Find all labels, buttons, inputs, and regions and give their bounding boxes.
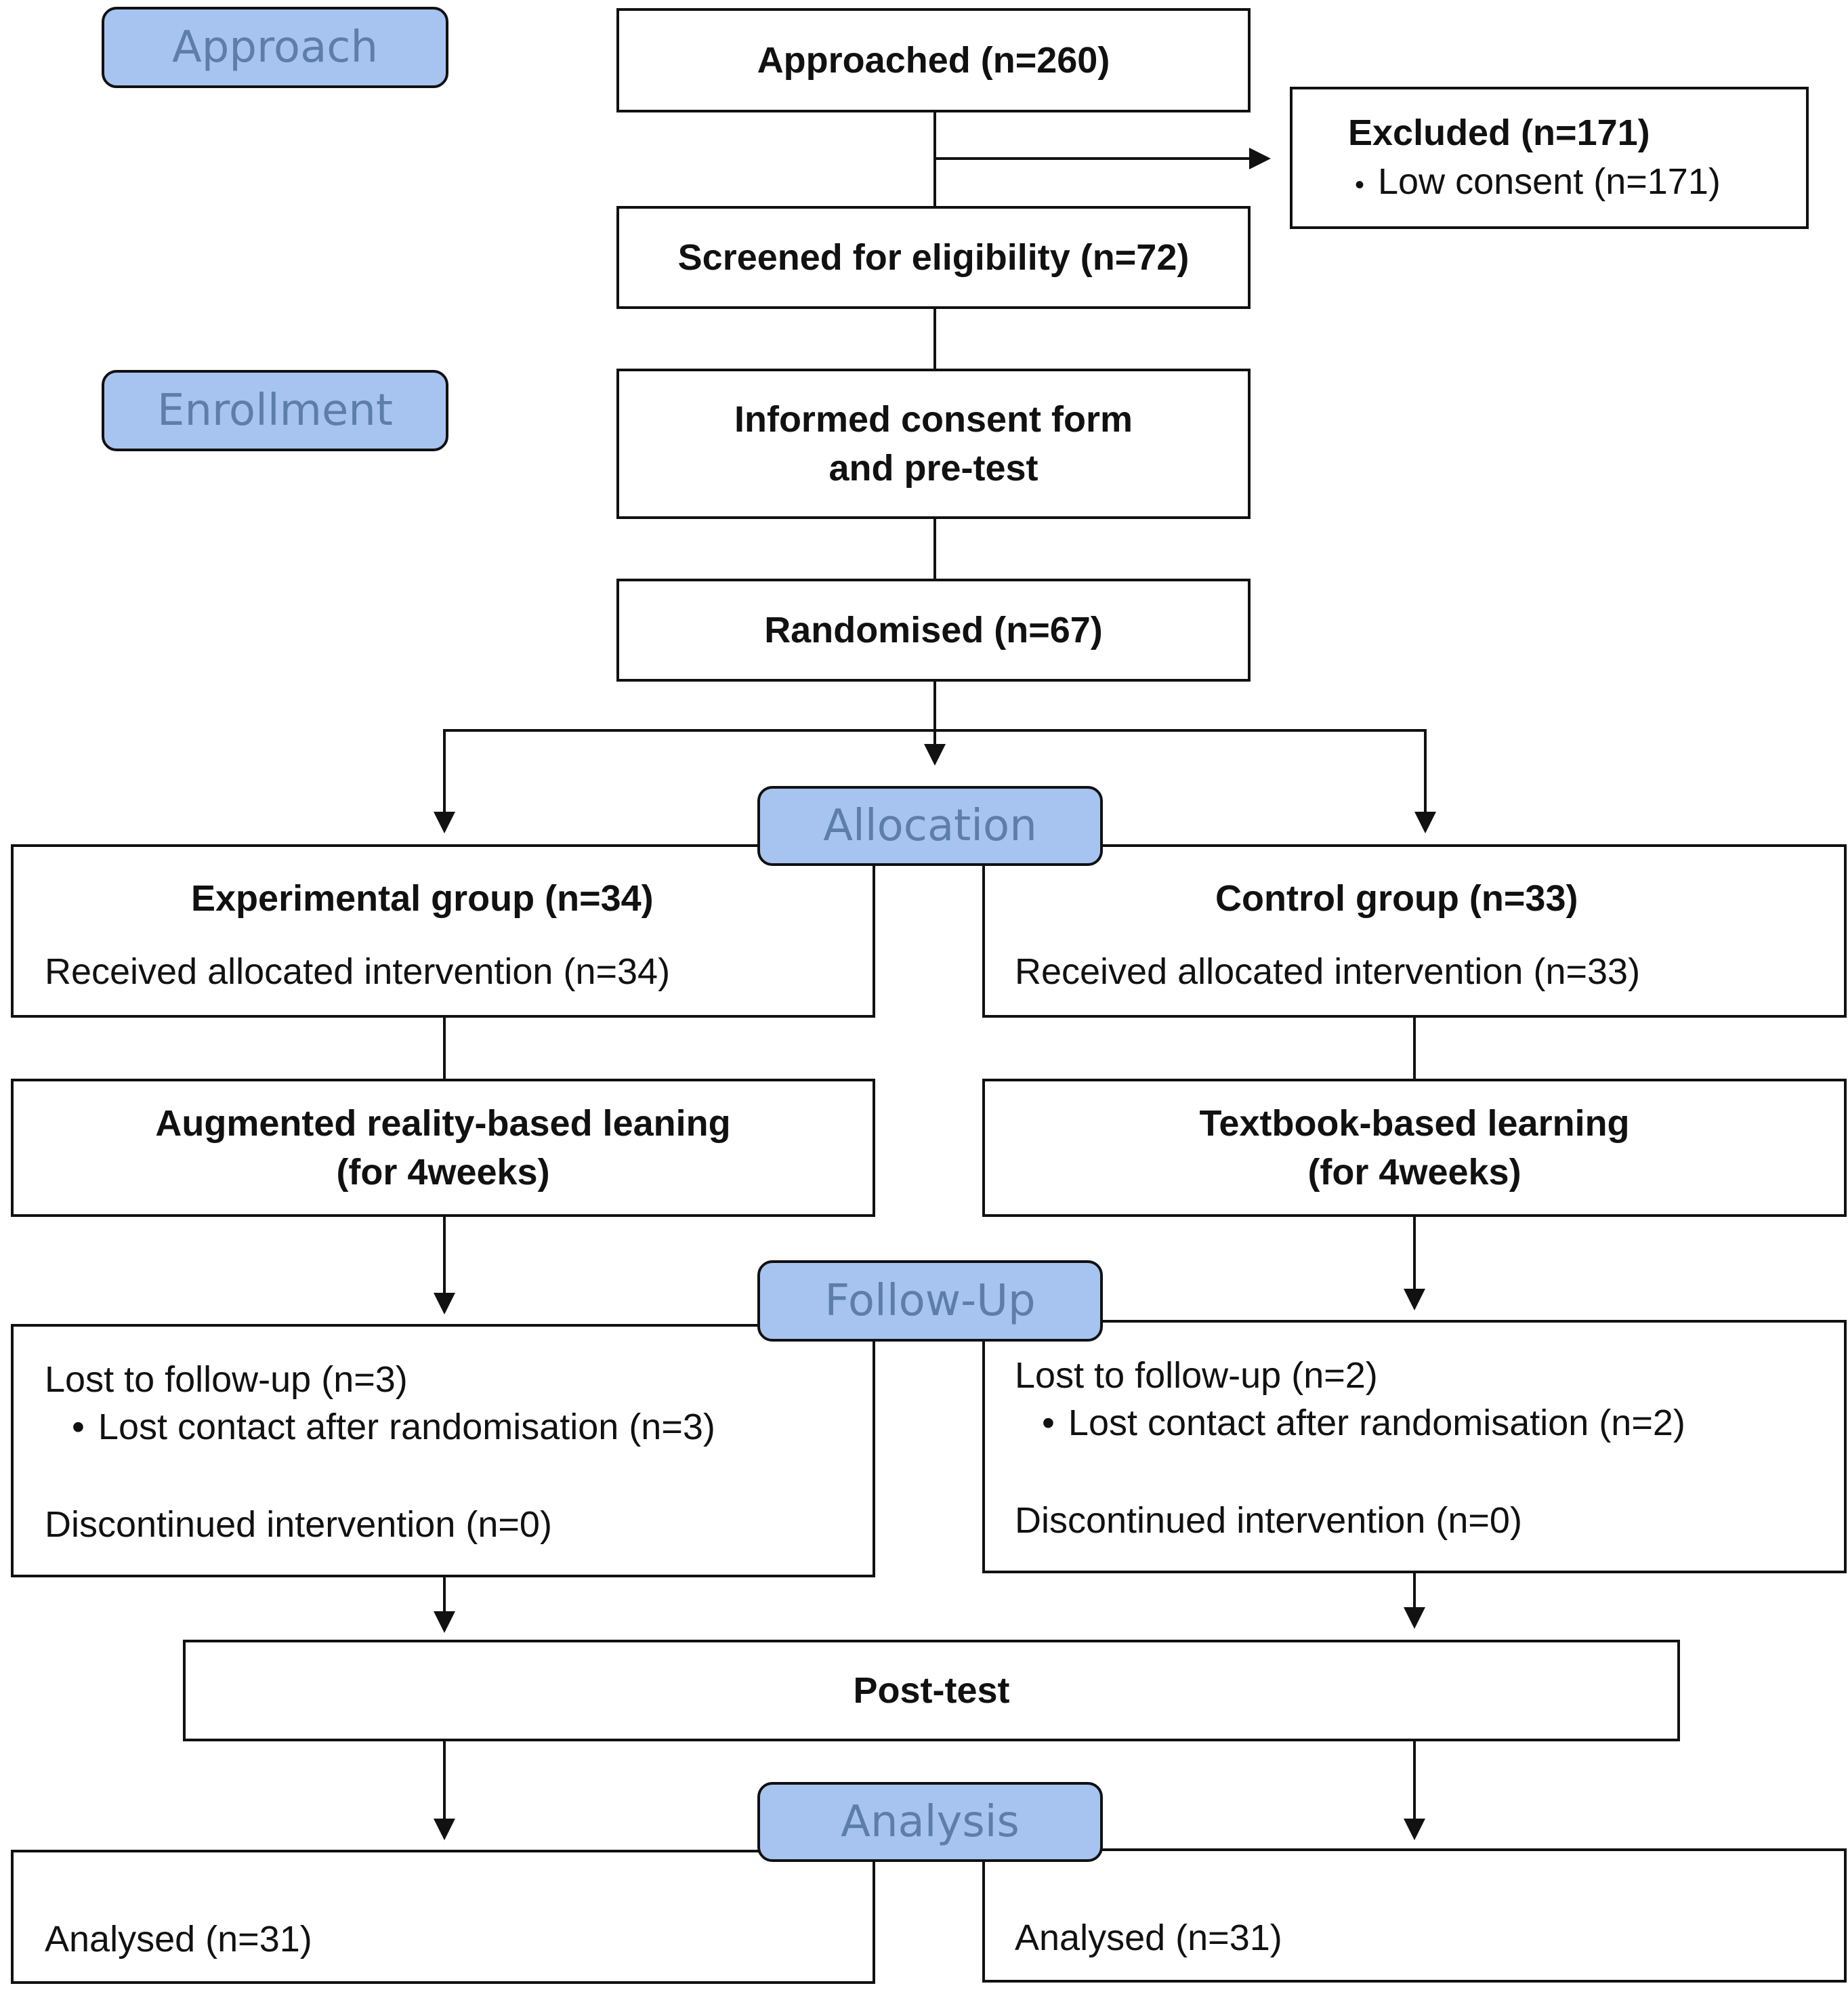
randomised-box: Randomised (n=67) [616,579,1251,682]
stage-allocation-label: Allocation [823,801,1037,851]
experimental-analysis-box: Analysed (n=31) [11,1850,875,1984]
ar-learning-line1: Augmented reality-based leaning [155,1103,731,1144]
experimental-lost: Lost to follow-up (n=3) [45,1359,408,1400]
control-lost-reason-row: • Lost contact after randomisation (n=2) [1042,1398,1685,1447]
excluded-title: Excluded (n=171) [1348,112,1650,153]
experimental-lost-reason: Lost contact after randomisation (n=3) [98,1407,715,1447]
stage-allocation: Allocation [757,786,1103,866]
excluded-reason-row: • Low consent (n=171) [1355,157,1721,209]
experimental-followup-box: Lost to follow-up (n=3) • Lost contact af… [11,1324,875,1577]
textbook-learning-line1: Textbook-based learning [1199,1103,1630,1144]
experimental-analysed: Analysed (n=31) [45,1919,312,1960]
consent-line2: and pre-test [828,448,1038,489]
bullet-icon: • [1355,170,1365,200]
stage-enrollment-label: Enrollment [157,386,393,436]
experimental-title: Experimental group (n=34) [191,878,654,919]
approached-text: Approached (n=260) [757,40,1110,81]
post-test-text: Post-test [853,1670,1010,1711]
textbook-learning-line2: (for 4weeks) [1307,1152,1521,1193]
ar-learning-line2: (for 4weeks) [336,1152,550,1193]
stage-follow-up-label: Follow-Up [824,1276,1036,1326]
textbook-learning-box: Textbook-based learning (for 4weeks) [982,1079,1847,1217]
arrow-to-control [935,729,1436,833]
ar-learning-box: Augmented reality-based leaning (for 4we… [11,1079,875,1217]
post-test-box: Post-test [183,1640,1680,1741]
arrow-to-experimental [434,729,935,833]
bullet-icon: • [72,1407,85,1447]
consent-box: Informed consent form and pre-test [616,369,1251,519]
approached-box: Approached (n=260) [616,8,1251,112]
control-analysed: Analysed (n=31) [1015,1918,1282,1958]
stage-analysis: Analysis [757,1782,1103,1862]
experimental-received: Received allocated intervention (n=34) [45,951,671,992]
experimental-group-box: Experimental group (n=34) Received alloc… [11,844,875,1018]
control-followup-box: Lost to follow-up (n=2) • Lost contact af… [982,1320,1847,1573]
excluded-reason: Low consent (n=171) [1378,161,1721,202]
control-received: Received allocated intervention (n=33) [1015,951,1641,992]
control-lost: Lost to follow-up (n=2) [1015,1355,1378,1396]
stage-approach-label: Approach [171,22,379,72]
stage-analysis-label: Analysis [841,1797,1020,1847]
randomised-text: Randomised (n=67) [764,610,1103,650]
control-title: Control group (n=33) [1215,878,1578,919]
screened-text: Screened for eligibility (n=72) [677,237,1190,278]
bullet-icon: • [1042,1403,1055,1443]
experimental-lost-reason-row: • Lost contact after randomisation (n=3) [72,1403,715,1451]
control-discontinued: Discontinued intervention (n=0) [1015,1500,1522,1541]
excluded-box: Excluded (n=171) • Low consent (n=171) [1290,87,1809,229]
stage-enrollment: Enrollment [102,370,448,451]
screened-box: Screened for eligibility (n=72) [616,206,1251,309]
stage-follow-up: Follow-Up [757,1260,1103,1342]
control-group-box: Control group (n=33) Received allocated … [982,844,1847,1018]
control-lost-reason: Lost contact after randomisation (n=2) [1068,1403,1685,1443]
consent-line1: Informed consent form [734,399,1133,440]
stage-approach: Approach [102,7,448,88]
control-analysis-box: Analysed (n=31) [982,1848,1847,1983]
experimental-discontinued: Discontinued intervention (n=0) [45,1504,552,1545]
